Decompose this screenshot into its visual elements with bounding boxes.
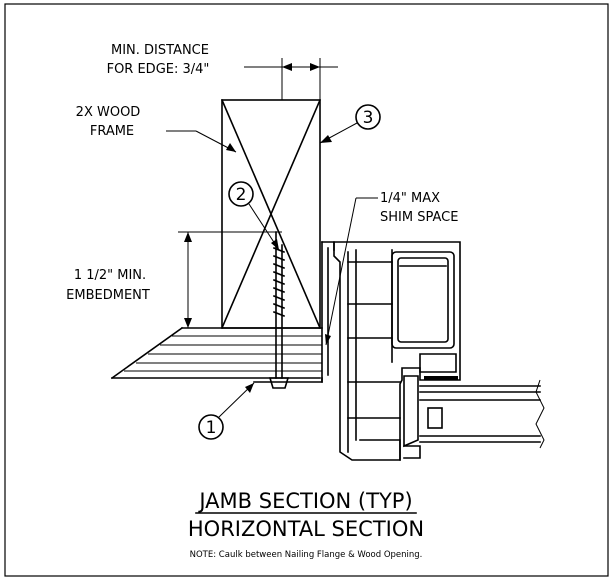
embedment-label-line1: 1 1/2" MIN.	[74, 268, 146, 283]
nailing-flange	[253, 241, 335, 383]
callout-1-leader	[218, 382, 255, 418]
edge-distance-dimension	[244, 58, 338, 100]
wood-frame-label-line1: 2X WOOD	[76, 105, 141, 120]
wood-opening-sill	[110, 326, 323, 380]
callout-3-leader	[319, 122, 358, 144]
sheet-border	[4, 3, 609, 577]
caulk-note: NOTE: Caulk between Nailing Flange & Woo…	[190, 550, 423, 560]
callout-1-circle	[198, 414, 224, 440]
shim-label-line2: SHIM SPACE	[380, 210, 458, 225]
fastener-screw	[268, 231, 290, 389]
title-line2: HORIZONTAL SECTION	[188, 517, 424, 541]
wood-frame-stud	[220, 98, 322, 330]
min-distance-label-line2: FOR EDGE: 3/4"	[107, 62, 210, 77]
callout-2-number: 2	[236, 185, 247, 205]
window-frame-profile	[333, 241, 461, 461]
embedment-dimension	[178, 231, 282, 328]
insulated-glass-unit	[419, 379, 545, 449]
shim-label-line1: 1/4" MAX	[380, 191, 440, 206]
shim-leader	[325, 197, 378, 346]
callout-3-circle	[355, 104, 381, 130]
min-distance-label-line1: MIN. DISTANCE	[111, 43, 209, 58]
title-line1: JAMB SECTION (TYP)	[197, 489, 412, 513]
embedment-label-line2: EMBEDMENT	[66, 288, 150, 303]
callout-3-number: 3	[363, 108, 374, 128]
callout-1-number: 1	[206, 418, 217, 438]
wood-frame-label-line2: FRAME	[90, 124, 134, 139]
wood-frame-leader	[166, 130, 237, 153]
callout-2-leader	[248, 203, 280, 251]
callout-2-circle	[228, 181, 254, 207]
